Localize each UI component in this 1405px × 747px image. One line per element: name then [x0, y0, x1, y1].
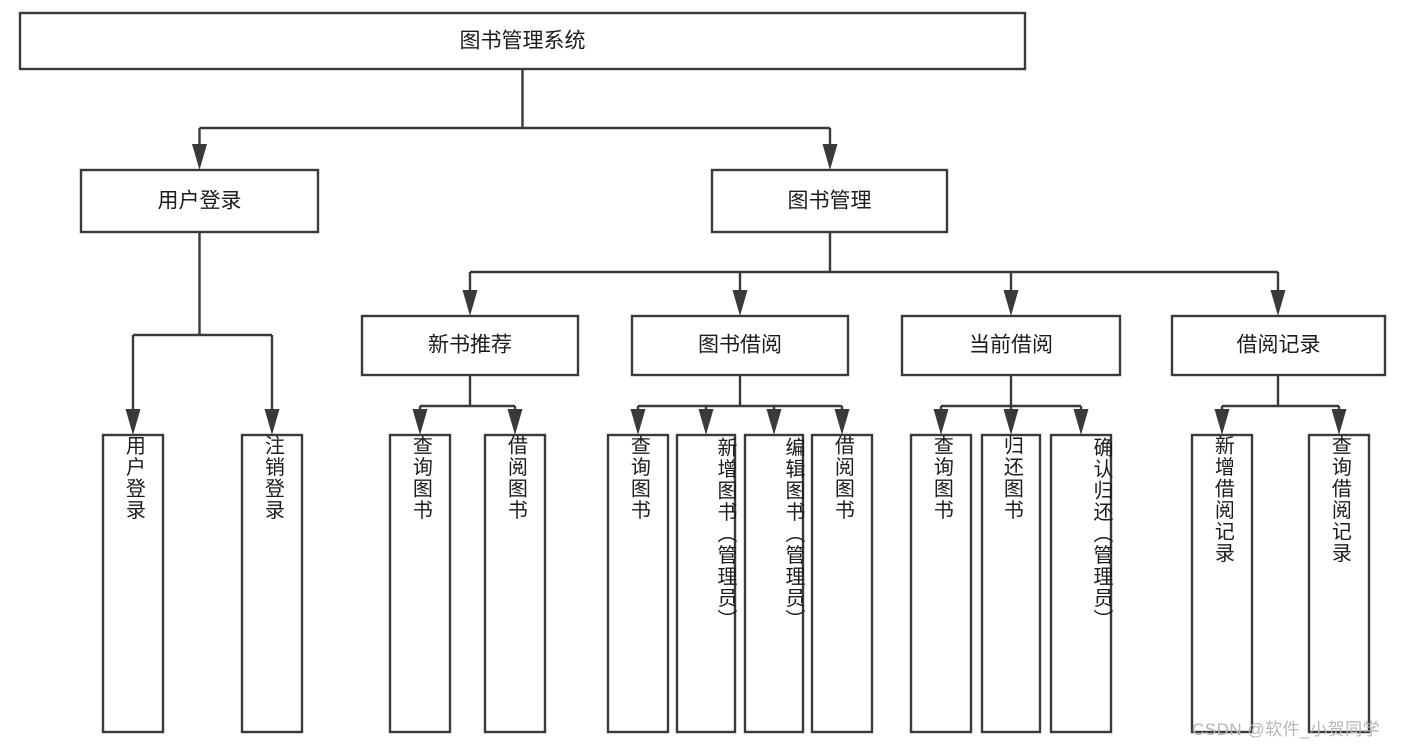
leaf-box-query-book-2[interactable]	[606, 433, 670, 734]
node-book-manage[interactable]: 图书管理	[710, 168, 949, 234]
leaf-box-borrow-book-1[interactable]	[483, 433, 547, 734]
leaf-box-query-book-1[interactable]	[388, 433, 452, 734]
arrow-to-new-book-rec	[462, 290, 478, 316]
connector-borrowrecord-to-leaves	[1220, 375, 1341, 417]
leaf-box-query-book-3[interactable]	[909, 433, 973, 734]
arrow-to-current-borrow	[1003, 290, 1019, 316]
node-book-manage-label: 图书管理	[788, 190, 872, 213]
leaf-box-add-record[interactable]	[1190, 433, 1254, 734]
arrow-to-leaf-borrow-book-2	[834, 409, 850, 435]
node-current-borrow[interactable]: 当前借阅	[900, 314, 1122, 377]
connector-bookmanage-to-level3	[468, 232, 1280, 298]
csdn-watermark: CSDN @软件_小贺同学	[1192, 720, 1381, 739]
connector-newbook-to-leaves	[418, 375, 517, 417]
arrow-to-leaf-query-book-2	[630, 409, 646, 435]
connector-bookborrow-to-leaves	[636, 375, 844, 417]
leaf-box-confirm-return[interactable]	[1049, 433, 1113, 734]
node-book-manage-box[interactable]	[710, 168, 949, 234]
connectors-layer	[125, 69, 1347, 435]
leaf-box-return-book[interactable]	[980, 433, 1042, 734]
node-borrow-record-label: 借阅记录	[1237, 334, 1321, 357]
node-book-borrow-label: 图书借阅	[698, 334, 782, 357]
node-user-login-label: 用户登录	[158, 190, 242, 213]
leaf-box-borrow-book-2[interactable]	[810, 433, 874, 734]
leaf-box-user-login[interactable]	[101, 433, 165, 734]
leaf-boxes-layer	[101, 433, 1371, 734]
node-current-borrow-box[interactable]	[900, 314, 1122, 377]
arrow-to-leaf-query-record	[1331, 409, 1347, 435]
node-root-label: 图书管理系统	[460, 30, 586, 53]
node-user-login[interactable]: 用户登录	[79, 168, 320, 234]
arrow-to-leaf-user-login	[125, 409, 141, 435]
arrow-to-leaf-query-book-1	[412, 409, 428, 435]
connector-userlogin-to-leaves	[131, 232, 274, 417]
node-current-borrow-label: 当前借阅	[969, 334, 1053, 357]
leaf-box-add-book[interactable]	[675, 433, 737, 734]
arrow-to-leaf-logout	[264, 409, 280, 435]
connector-root-to-level2	[198, 69, 832, 152]
leaf-box-logout[interactable]	[240, 433, 304, 734]
node-new-book-recommend-label: 新书推荐	[428, 334, 512, 357]
node-book-borrow[interactable]: 图书借阅	[630, 314, 850, 377]
arrow-to-borrow-record	[1270, 290, 1286, 316]
arrow-to-book-manage	[822, 144, 838, 170]
arrow-to-leaf-confirm-return	[1073, 409, 1089, 435]
leaf-box-query-record[interactable]	[1307, 433, 1371, 734]
arrow-to-leaf-borrow-book-1	[507, 409, 523, 435]
node-root-box[interactable]	[18, 11, 1027, 71]
arrow-to-leaf-add-record	[1214, 409, 1230, 435]
node-user-login-box[interactable]	[79, 168, 320, 234]
node-new-book-recommend-box[interactable]	[360, 314, 580, 377]
arrow-to-leaf-return-book	[1003, 409, 1019, 435]
arrow-to-book-borrow	[732, 290, 748, 316]
leaf-box-edit-book[interactable]	[743, 433, 805, 734]
node-new-book-recommend[interactable]: 新书推荐	[360, 314, 580, 377]
arrow-to-user-login	[192, 144, 207, 170]
node-borrow-record-box[interactable]	[1170, 314, 1387, 377]
node-book-borrow-box[interactable]	[630, 314, 850, 377]
node-root-system[interactable]: 图书管理系统	[18, 11, 1027, 71]
arrow-to-leaf-edit-book	[766, 409, 782, 435]
arrow-to-leaf-query-book-3	[933, 409, 949, 435]
node-borrow-record[interactable]: 借阅记录	[1170, 314, 1387, 377]
arrow-to-leaf-add-book	[698, 409, 714, 435]
